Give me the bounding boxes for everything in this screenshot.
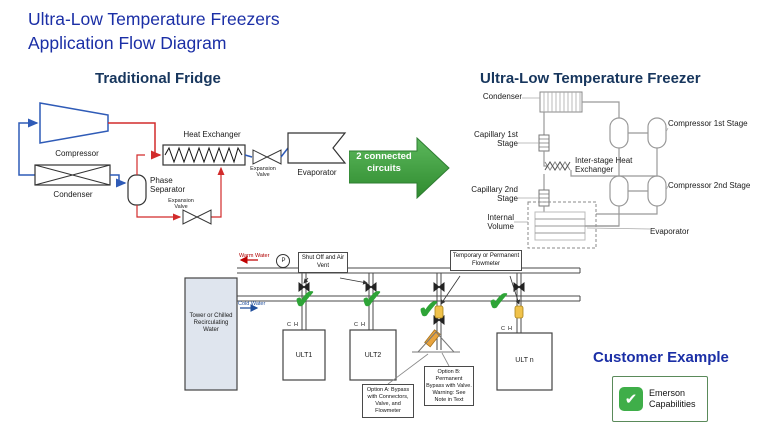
label-internal-volume: Internal Volume [487, 213, 514, 232]
page-title-line1: Ultra-Low Temperature Freezers [28, 9, 280, 29]
bypass-stand-symbol [412, 331, 460, 353]
label-compressor: Compressor [55, 149, 99, 158]
checkmark-icon: ✔ [294, 284, 316, 314]
checkmark-icon: ✔ [488, 286, 510, 316]
ult-evaporator-symbol [534, 211, 586, 241]
legend-label: Emerson Capabilities [649, 388, 696, 409]
pump-symbol [276, 254, 290, 268]
label-pump: P [281, 258, 286, 264]
checkmark-icon: ✔ [619, 387, 643, 411]
condenser-symbol [34, 164, 111, 186]
expansion-valve-symbol [182, 209, 212, 225]
ult-freezer-diagram [514, 91, 669, 249]
page-title-line2: Application Flow Diagram [28, 32, 227, 53]
label-ult2: ULT2 [364, 352, 382, 359]
tower-symbol [184, 277, 238, 391]
flowmeter-symbol [434, 305, 444, 319]
compressor-stage2-symbol [609, 175, 667, 207]
branch-valves [298, 281, 525, 326]
ult-condenser-symbol [539, 91, 583, 113]
capillary-stage1-symbol [538, 134, 550, 152]
checkmark-glyph: ✔ [624, 391, 638, 408]
ult1-box [282, 329, 326, 381]
compressor-stage1-symbol [609, 117, 667, 149]
expansion-valve-symbol [252, 149, 282, 165]
flowmeter-note-box: Temporary or Permanent Flowmeter [450, 250, 522, 271]
water-loop-diagram [184, 254, 581, 391]
label-expansion-valve-top: Expansion Valve [250, 166, 276, 179]
label-compressor-stage1: Compressor 1st Stage [668, 119, 748, 128]
label-cold-water: Cold Water [238, 301, 266, 307]
option-a-box: Option A: Bypass with Connectors, Valve,… [362, 384, 414, 418]
heat-exchanger-symbol [162, 144, 246, 166]
label-condenser: Condenser [53, 190, 93, 199]
customer-example-heading: Customer Example [593, 349, 729, 366]
label-capillary-stage2: Capillary 2nd Stage [471, 185, 518, 204]
label-evaporator: Evaporator [297, 168, 337, 177]
checkmark-icon: ✔ [418, 294, 440, 324]
option-b-box: Option B: Permanent Bypass with Valve. W… [424, 366, 474, 407]
phase-separator-symbol [127, 174, 147, 206]
traditional-fridge-heading: Traditional Fridge [95, 70, 221, 87]
label-expansion-valve-bottom: Expansion Valve [168, 198, 194, 211]
page-title: Ultra-Low Temperature Freezers Applicati… [28, 8, 280, 55]
interstage-heat-exchanger-symbol [544, 161, 571, 171]
connector-arrow-label: 2 connected circuits [356, 151, 412, 174]
label-ch-ultn: C H [501, 326, 512, 332]
label-phase-separator: Phase Separator [150, 176, 186, 195]
label-ultn: ULT n [515, 357, 534, 364]
legend-box: ✔ Emerson Capabilities [612, 376, 708, 422]
capillary-stage2-symbol [538, 189, 550, 207]
shutoff-note-box: Shut Off and Air Vent [298, 252, 348, 273]
ult2-box [349, 329, 397, 381]
note-leader-arrows [303, 275, 521, 385]
compressor-symbol [39, 102, 109, 144]
label-ch-ult2: C H [354, 322, 365, 328]
connector-arrow [349, 137, 450, 199]
flowmeter-symbol [514, 305, 524, 319]
label-compressor-stage2: Compressor 2nd Stage [668, 181, 751, 190]
label-warm-water: Warm Water [239, 253, 270, 259]
bypass-flowmeter-symbol [424, 329, 441, 348]
label-capillary-stage1: Capillary 1st Stage [473, 130, 518, 149]
label-interstage-heat-exchanger: Inter-stage Heat Exchanger [575, 156, 633, 175]
evaporator-symbol [287, 132, 347, 164]
ult-freezer-heading: Ultra-Low Temperature Freezer [480, 70, 701, 87]
internal-volume-symbol [527, 201, 597, 249]
label-ult1: ULT1 [295, 352, 313, 359]
label-ult-condenser: Condenser [482, 92, 522, 101]
label-tower: Tower or Chilled Recirculating Water [189, 313, 233, 333]
label-ult-evaporator: Evaporator [650, 227, 690, 236]
label-heat-exchanger: Heat Exchanger [183, 130, 241, 139]
label-ch-ult1: C H [287, 322, 298, 328]
ultn-box [496, 332, 553, 391]
traditional-fridge-diagram [18, 102, 347, 225]
checkmark-icon: ✔ [361, 284, 383, 314]
